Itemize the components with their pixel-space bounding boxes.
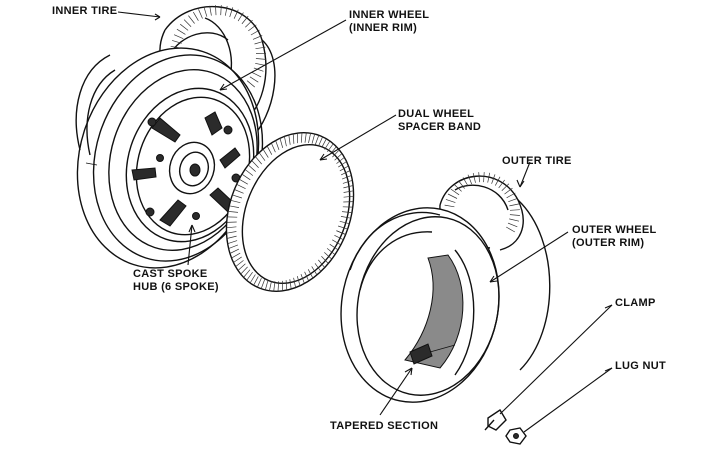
lug-nut [506, 428, 526, 444]
tread-mark [180, 24, 188, 30]
tread-mark [174, 35, 183, 39]
tread-mark [508, 223, 517, 227]
tread-mark [199, 9, 203, 18]
tread-mark [184, 20, 191, 27]
clamp [485, 410, 506, 430]
clamp-label: CLAMP [615, 297, 656, 310]
tread-mark [484, 172, 485, 182]
spacer-band-label-line1: DUAL WHEEL [398, 108, 474, 121]
tread-mark [250, 77, 258, 82]
tread-mark [445, 205, 455, 207]
inner-tire-label: INNER TIRE [52, 5, 117, 18]
tread-mark [448, 194, 457, 199]
tread-mark [510, 210, 520, 211]
tread-mark [509, 219, 519, 221]
outer-wheel-label-line1: OUTER WHEEL [572, 224, 657, 237]
tread-mark [473, 173, 475, 183]
inner-wheel-label-line1: INNER WHEEL [349, 9, 429, 22]
inner-wheel-label-line2: (INNER RIM) [349, 22, 417, 35]
tread-mark [177, 29, 186, 34]
tread-mark [247, 81, 255, 87]
tread-mark [245, 20, 252, 27]
tread-mark [508, 198, 517, 201]
tread-mark [204, 7, 207, 17]
hub-label-line2: HUB (6 SPOKE) [133, 281, 219, 294]
tread-mark [506, 227, 515, 232]
tread-mark [510, 215, 520, 216]
tread-mark [255, 63, 265, 65]
tread-mark [256, 59, 266, 60]
tread-mark [446, 199, 456, 202]
tread-mark [252, 73, 261, 77]
outer-wheel-label-line2: (OUTER RIM) [572, 237, 644, 250]
tread-mark [479, 172, 480, 182]
tread-mark [216, 5, 217, 15]
tread-mark [509, 204, 519, 206]
lug-nut-label: LUG NUT [615, 360, 666, 373]
tread-mark [248, 25, 256, 31]
spacer-band-label-line2: SPACER BAND [398, 121, 481, 134]
tapered-section-label: TAPERED SECTION [330, 420, 438, 433]
outer-tire-label: OUTER TIRE [502, 155, 572, 168]
tread-mark [188, 16, 194, 24]
tread-mark [507, 193, 516, 198]
tread-mark [193, 12, 198, 21]
outer-wheel [323, 193, 516, 417]
hub-label-line1: CAST SPOKE [133, 268, 208, 281]
